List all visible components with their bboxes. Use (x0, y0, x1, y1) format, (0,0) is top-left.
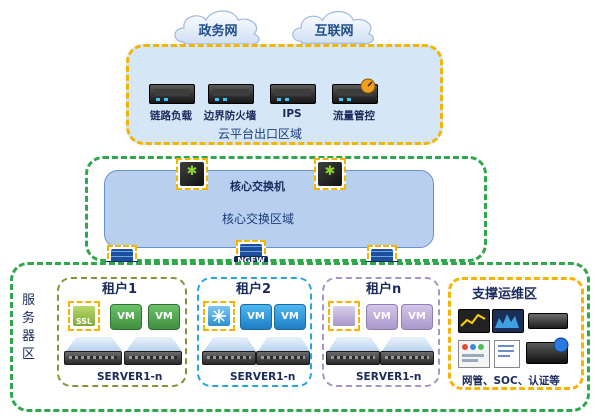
cloud-icon (174, 10, 260, 45)
balancer-icon (208, 306, 230, 326)
auth-server-icon (526, 337, 569, 364)
connection-beam (66, 337, 122, 351)
tenant-1-server-label: SERVER1-n (97, 371, 163, 383)
connection-beam (204, 337, 256, 351)
tenant-n-server-label: SERVER1-n (356, 371, 422, 383)
ssl-badge: SSL (68, 301, 100, 331)
ips-appliance-icon (270, 78, 316, 108)
support-ops-title: 支撑运维区 (472, 287, 538, 302)
vm-tenant1-b: VM (148, 304, 180, 330)
core-switch-right: ✱ (314, 158, 346, 190)
vm-tenantn-a: VM (366, 304, 398, 330)
monitor-chart-icon (458, 309, 490, 333)
firewall-appliance-icon (208, 78, 254, 108)
vm-tenantn-b: VM (401, 304, 433, 330)
switch-icon: ✱ (186, 164, 198, 179)
vm-tenant1-a: VM (110, 304, 142, 330)
cloud-icon (292, 11, 374, 45)
internet-cloud: 互联网 (288, 4, 380, 48)
ssl-icon (73, 306, 95, 326)
exit-zone-title: 云平台出口区域 (218, 127, 303, 141)
tenant-1-name: 租户1 (102, 282, 138, 297)
support-ops-zone (448, 277, 584, 390)
gov-network-cloud: 政务网 (170, 4, 266, 48)
device-label-ips: IPS (282, 108, 302, 120)
dashboard-icon (458, 340, 490, 368)
load-balance-badge (203, 301, 235, 331)
tenant-2-server-label: SERVER1-n (230, 371, 296, 383)
connection-beam (126, 337, 182, 351)
device-label-traffic-control: 流量管控 (333, 110, 375, 122)
server-rack-icon (124, 351, 182, 365)
tenant-2-zone (197, 277, 312, 387)
server-rack-icon (202, 351, 256, 365)
core-zone-title: 核心交换区域 (222, 212, 295, 226)
gauge-icon (360, 78, 376, 94)
tenant-1-zone (57, 277, 187, 387)
core-switch-label: 核心交换机 (230, 180, 285, 193)
tenant-n-service-badge (328, 301, 360, 331)
connection-beam (258, 337, 310, 351)
device-label-load-balancer: 链路负载 (150, 110, 192, 122)
internet-label: 互联网 (314, 24, 354, 39)
document-icon (494, 340, 520, 368)
server-rack-icon (326, 351, 380, 365)
server-zone-title: 服务器区 (22, 293, 36, 362)
service-icon (333, 306, 355, 326)
server-rack-icon (256, 351, 310, 365)
connection-beam (382, 337, 434, 351)
server-rack-icon (380, 351, 434, 365)
server-rack-icon (64, 351, 122, 365)
vm-tenant2-b: VM (274, 304, 306, 330)
tenant-n-zone (322, 277, 440, 387)
device-label-firewall: 边界防火墙 (203, 110, 257, 122)
ngfw-tenant2: NGFW (234, 240, 268, 270)
gov-network-label: 政务网 (198, 24, 238, 39)
support-ops-caption: 网管、SOC、认证等 (462, 375, 560, 387)
core-switching-zone (104, 170, 434, 248)
traffic-control-icon (332, 78, 378, 108)
monitor-graph-icon (492, 309, 524, 333)
connection-beam (328, 337, 380, 351)
tenant-n-name: 租户n (366, 282, 402, 297)
load-balancer-icon (149, 78, 195, 108)
appliance-icon (528, 313, 568, 329)
switch-icon: ✱ (324, 164, 336, 179)
vm-tenant2-a: VM (240, 304, 272, 330)
core-switch-left: ✱ (176, 158, 208, 190)
auth-badge-icon (553, 337, 569, 353)
tenant-2-name: 租户2 (236, 282, 272, 297)
